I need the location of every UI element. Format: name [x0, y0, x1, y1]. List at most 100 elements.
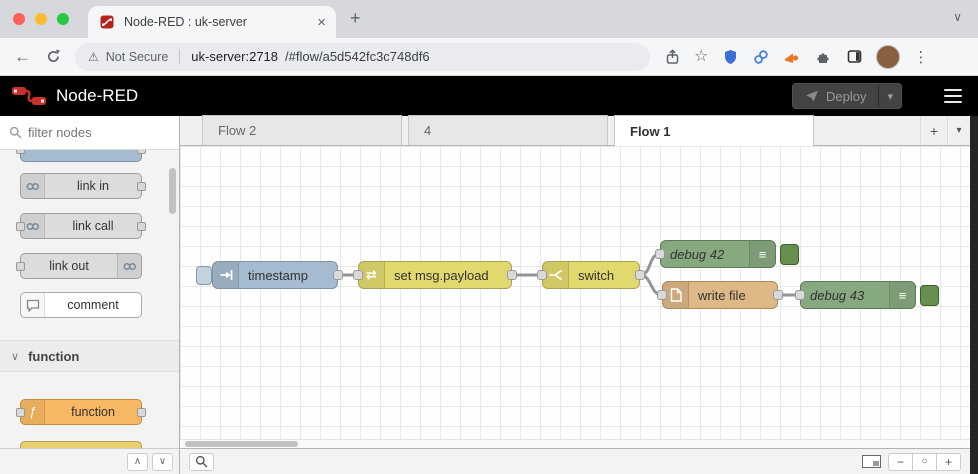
node-switch[interactable]: switch [537, 261, 645, 289]
zoom-out-button[interactable]: − [888, 452, 913, 471]
canvas-horizontal-scrollbar[interactable] [180, 439, 970, 448]
palette-expand-all-button[interactable]: ∨ [152, 452, 173, 471]
node-input-port[interactable] [353, 270, 363, 280]
palette-search-input[interactable] [28, 125, 170, 140]
debug-icon: ≡ [889, 282, 915, 308]
inject-icon [213, 262, 239, 288]
bookmark-star-button[interactable]: ☆ [694, 47, 709, 65]
node-input-port[interactable] [795, 290, 805, 300]
not-secure-warning-icon: ⚠ [88, 49, 99, 64]
browser-menu-button[interactable]: ⋮ [913, 48, 929, 66]
new-tab-button[interactable]: + [350, 8, 361, 28]
flow-tab-flow-2[interactable]: Flow 2 [202, 115, 402, 145]
address-bar[interactable]: ⚠ Not Secure uk-server:2718/#flow/a5d542… [75, 42, 650, 71]
comment-bubble-icon [21, 293, 45, 317]
node-change-set-msg-payload[interactable]: ⇄ set msg.payload [353, 261, 517, 289]
node-output-port[interactable] [635, 270, 645, 280]
debug-enable-toggle[interactable] [920, 285, 939, 306]
share-button[interactable] [663, 48, 681, 66]
security-label: Not Secure [105, 49, 169, 64]
palette-scrollbar-thumb[interactable] [169, 168, 176, 214]
palette-category-label: function [28, 348, 80, 364]
flow-tab-4[interactable]: 4 [408, 115, 608, 145]
node-port [137, 150, 146, 154]
minimize-window-button[interactable] [35, 13, 47, 25]
debug-enable-toggle[interactable] [780, 244, 799, 265]
inject-trigger-button[interactable] [196, 266, 212, 285]
node-input-port[interactable] [537, 270, 547, 280]
node-label: write file [698, 287, 746, 303]
back-button[interactable]: ← [14, 47, 31, 66]
node-label: debug 43 [810, 287, 865, 303]
node-inject-timestamp[interactable]: timestamp [196, 261, 343, 289]
zoom-in-button[interactable]: + [936, 452, 961, 471]
palette-category-function[interactable]: ∨ function [0, 340, 179, 372]
close-window-button[interactable] [13, 13, 25, 25]
node-debug-42[interactable]: debug 42 ≡ [655, 240, 799, 268]
node-port [16, 408, 25, 417]
deploy-options-caret-icon[interactable]: ▾ [878, 84, 901, 108]
palette-node-comment[interactable]: comment [20, 292, 142, 318]
file-icon [663, 282, 689, 308]
add-flow-button[interactable]: + [920, 116, 947, 145]
link-extension-icon[interactable] [752, 48, 770, 66]
flow-tab-controls: + ▾ [920, 116, 970, 145]
scrollbar-thumb[interactable] [185, 441, 298, 447]
palette-node-partial-bottom[interactable] [20, 441, 142, 448]
palette-node-partial-top[interactable] [16, 150, 146, 162]
node-debug-43[interactable]: debug 43 ≡ [795, 281, 939, 309]
flow-tab-bar: Flow 2 4 Flow 1 + ▾ [180, 115, 970, 146]
node-label: set msg.payload [394, 267, 489, 283]
reload-button[interactable] [44, 48, 62, 66]
megaphone-extension-icon[interactable] [783, 48, 801, 66]
tab-search-chevron-icon[interactable]: ∨ [953, 10, 962, 24]
node-port [137, 222, 146, 231]
browser-tab[interactable]: Node-RED : uk-server × [88, 6, 336, 38]
canvas-search-button[interactable] [189, 452, 214, 471]
sidebar-toggle-icon[interactable] [845, 48, 863, 66]
main-menu-button[interactable] [928, 76, 978, 116]
flow-tab-flow-1[interactable]: Flow 1 [614, 115, 814, 146]
zoom-reset-button[interactable]: ○ [912, 452, 937, 471]
link-icon [21, 174, 45, 198]
shield-extension-icon[interactable] [721, 48, 739, 66]
browser-tab-strip: Node-RED : uk-server × + ∨ [0, 0, 978, 38]
extensions-puzzle-icon[interactable] [814, 48, 832, 66]
zoom-controls: − ○ + [888, 452, 961, 471]
chevron-down-icon: ∨ [11, 350, 20, 363]
deploy-button[interactable]: Deploy ▾ [792, 83, 902, 109]
node-input-port[interactable] [657, 290, 667, 300]
profile-avatar[interactable] [876, 44, 901, 69]
palette-node-function[interactable]: ƒ function [16, 399, 146, 425]
omnibox-divider [179, 49, 181, 64]
search-icon [9, 126, 22, 139]
canvas-footer: − ○ + [180, 448, 970, 474]
flow-canvas[interactable]: timestamp ⇄ set msg.payload switch [180, 146, 970, 448]
node-file-write[interactable]: write file [657, 281, 783, 309]
toggle-navigator-icon[interactable] [862, 455, 881, 468]
favicon-nodered-icon [98, 13, 116, 31]
deploy-icon [805, 89, 819, 103]
deploy-label: Deploy [826, 88, 867, 104]
node-port [16, 150, 25, 154]
right-sidebar-collapsed-strip[interactable] [970, 116, 978, 474]
palette-node-link-out[interactable]: link out [16, 253, 142, 279]
palette-node-link-in[interactable]: link in [20, 173, 146, 199]
palette-node-label: link call [72, 219, 114, 233]
link-icon [117, 254, 141, 278]
node-label: timestamp [248, 267, 308, 283]
node-label: debug 42 [670, 246, 725, 262]
palette-search-box[interactable] [0, 116, 179, 150]
function-icon: ƒ [21, 400, 45, 424]
palette-collapse-all-button[interactable]: ∧ [127, 452, 148, 471]
flow-list-button[interactable]: ▾ [947, 116, 970, 145]
node-output-port[interactable] [333, 270, 343, 280]
node-output-port[interactable] [773, 290, 783, 300]
node-output-port[interactable] [507, 270, 517, 280]
node-input-port[interactable] [655, 249, 665, 259]
link-icon [21, 214, 45, 238]
zoom-window-button[interactable] [57, 13, 69, 25]
palette-node-link-call[interactable]: link call [16, 213, 146, 239]
tab-close-icon[interactable]: × [317, 13, 326, 31]
